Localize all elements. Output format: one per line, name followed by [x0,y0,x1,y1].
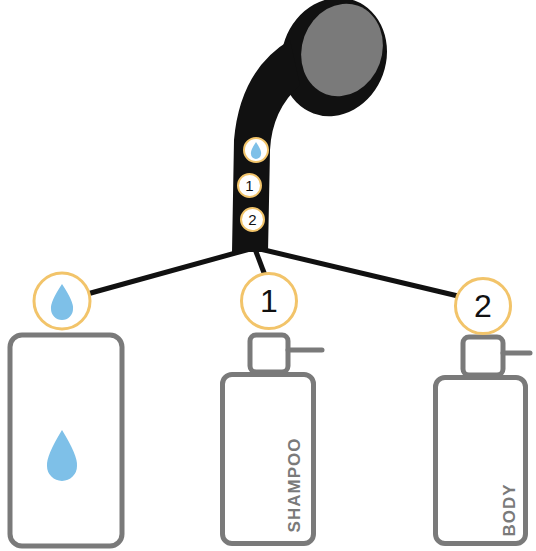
wire [80,249,250,296]
water-drop-icon [251,142,261,159]
body-bottle: BODY [433,375,528,546]
water-container [10,335,122,546]
number-label: 1 [260,285,278,317]
callout-number: 1 [240,272,298,330]
shower-handle [232,40,300,252]
water-button [244,138,268,162]
pump-cap [463,337,503,375]
shampoo-bottle: SHAMPOO [220,372,316,546]
shower-face [288,0,395,108]
water-circle [34,273,90,329]
number-label: 1 [245,178,253,193]
bottle-label: SHAMPOO [285,438,305,533]
number-label: 2 [248,212,256,227]
callout-number: 2 [454,277,512,335]
water-drop-icon [51,284,73,320]
pump-nozzle [503,351,530,356]
handle-button: 2 [240,207,265,232]
handle-button: 1 [237,173,262,198]
bottle-label: BODY [500,483,520,536]
pump-nozzle [288,348,322,353]
water-drop-icon [47,430,77,481]
pump-cap [250,335,288,372]
number-label: 2 [474,290,492,322]
